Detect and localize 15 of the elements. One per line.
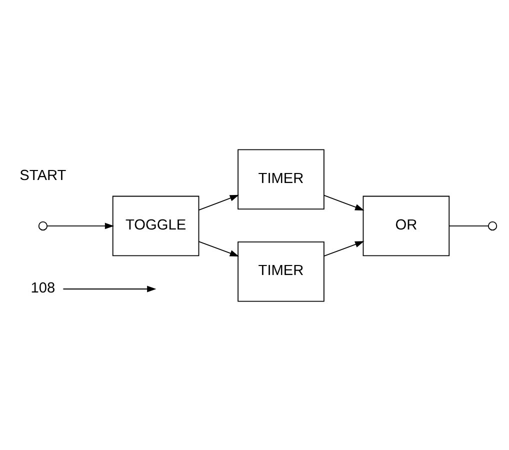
arrow bbox=[198, 240, 240, 256]
arrow bbox=[198, 194, 240, 210]
node-circle bbox=[488, 220, 498, 230]
connector bbox=[448, 225, 489, 226]
node-circle bbox=[38, 220, 48, 230]
node-text: 108 bbox=[30, 280, 56, 296]
arrow bbox=[62, 285, 156, 292]
label: START bbox=[20, 168, 66, 184]
arrow bbox=[324, 240, 364, 256]
arrow bbox=[324, 194, 364, 210]
node-box: TOGGLE bbox=[112, 195, 200, 256]
node-box: OR bbox=[362, 195, 450, 256]
node-box: TIMER bbox=[238, 241, 324, 302]
arrow bbox=[46, 222, 114, 229]
node-box: TIMER bbox=[238, 148, 324, 209]
